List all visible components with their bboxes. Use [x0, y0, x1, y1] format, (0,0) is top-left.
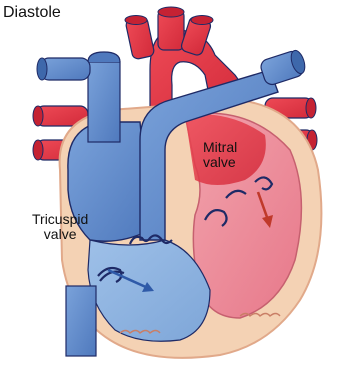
tricuspid-label-line2: valve — [32, 227, 88, 242]
mitral-label-line1: Mitral — [203, 140, 237, 155]
tricuspid-label-line1: Tricuspid — [32, 212, 88, 227]
mitral-label-line2: valve — [203, 155, 237, 170]
diagram-title: Diastole — [3, 5, 61, 22]
mitral-valve-label: Mitral valve — [203, 140, 237, 169]
inferior-vena-cava — [66, 286, 96, 356]
tricuspid-valve-label: Tricuspid valve — [32, 212, 88, 241]
